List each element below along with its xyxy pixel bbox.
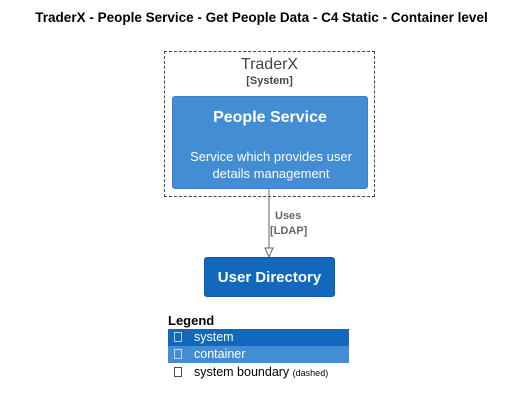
diagram-title: TraderX - People Service - Get People Da… — [35, 10, 488, 25]
boundary-name: TraderX — [240, 56, 299, 73]
legend-glyph-icon — [174, 367, 182, 377]
system-name: User Directory — [217, 269, 322, 286]
legend-glyph-icon — [174, 349, 182, 359]
legend-glyph-icon — [174, 332, 182, 342]
user-directory-system[interactable]: User Directory — [204, 257, 335, 297]
legend-label-wrapper: system boundary (dashed) — [194, 365, 328, 379]
boundary-type: [System] — [246, 75, 293, 87]
relationship-label: Uses — [275, 210, 302, 222]
arrowhead-icon — [264, 247, 274, 259]
legend-label: system boundary — [194, 365, 290, 379]
relationship-technology: [LDAP] — [270, 225, 308, 237]
people-service-container[interactable]: People Service Service which provides us… — [172, 96, 368, 189]
legend-note: (dashed) — [292, 368, 329, 378]
legend-title: Legend — [168, 313, 215, 328]
container-description: Service which provides user details mana… — [190, 149, 352, 181]
legend-label: system — [194, 330, 234, 344]
container-name: People Service — [213, 109, 327, 126]
legend-label: container — [194, 347, 246, 361]
legend-item-container: container — [168, 346, 349, 363]
legend-item-system: system — [168, 329, 349, 346]
legend-item-system-boundary: system boundary (dashed) — [168, 364, 368, 381]
